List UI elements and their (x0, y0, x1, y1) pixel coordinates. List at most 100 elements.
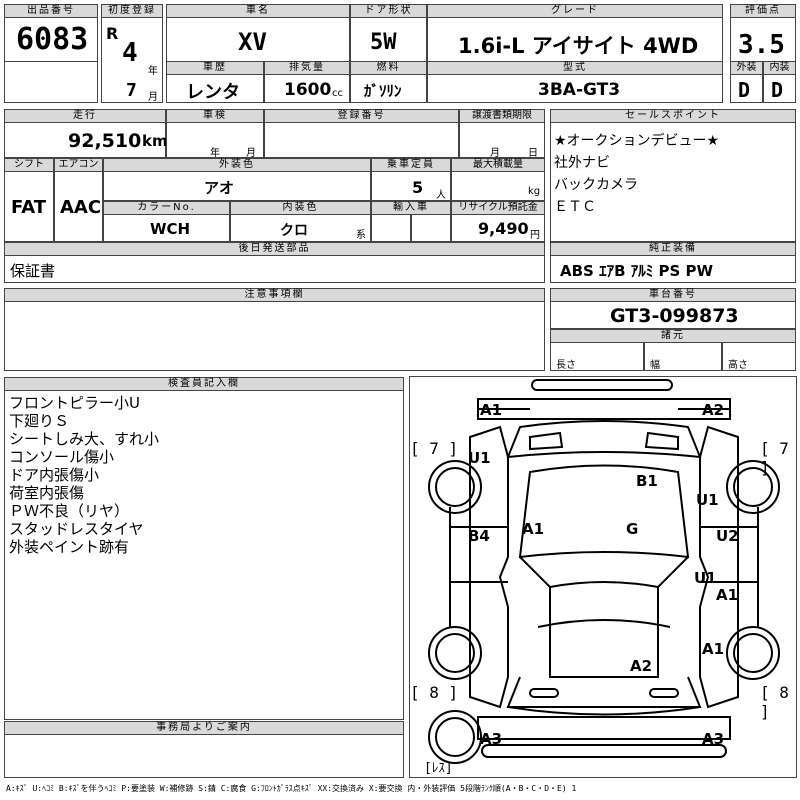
tire-depth-front-right: [ 7 ] (760, 439, 789, 477)
lot-number: 6083 (16, 22, 89, 57)
damage-diagram: A1 A2 U1 B1 U1 A1 G B4 U2 U1 A1 A1 A2 A3… (409, 376, 797, 778)
inspector-label: 検査員記入欄 (4, 377, 404, 391)
inspector-line: コンソール傷小 (9, 448, 115, 466)
interior-grade: D (771, 78, 784, 102)
reg-year: 4 (122, 38, 138, 68)
sales-item: ＥＴＣ (554, 199, 596, 215)
inspector-line: スタッドレスタイヤ (9, 520, 144, 538)
transfer-month-unit: 月 (490, 148, 500, 159)
inspector-line: ＰＷ不良（リヤ） (9, 502, 130, 520)
reg-month-unit: 月 (148, 92, 158, 103)
color-no-label: カラーNo. (103, 201, 230, 215)
chassis-cell (550, 301, 796, 329)
sales-item: バックカメラ (554, 177, 638, 193)
reg-no-cell (264, 122, 459, 158)
recycle: 9,490 (478, 219, 529, 238)
color-cell (103, 171, 371, 201)
damage-mark: G (626, 520, 639, 538)
score: 3.5 (738, 30, 785, 60)
history-label: 車歴 (166, 61, 264, 75)
specs-height: 高さ (728, 360, 748, 371)
displacement-cell (264, 74, 350, 103)
specs-length: 長さ (556, 360, 576, 371)
fuel: ｶﾞｿﾘﾝ (364, 82, 402, 100)
specs-length-cell (550, 342, 644, 371)
model-label: 型式 (427, 61, 723, 75)
reg-year-unit: 年 (148, 66, 158, 77)
office-cell (4, 734, 404, 778)
import-cell-b (411, 214, 451, 242)
exterior-cell (730, 74, 763, 103)
capacity-cell (371, 171, 451, 201)
recycle-label: リサイクル預託金 (451, 201, 545, 215)
later-parts: 保証書 (10, 262, 56, 280)
damage-mark: A1 (480, 401, 503, 419)
damage-mark: A1 (716, 586, 739, 604)
ac-cell (54, 171, 103, 242)
damage-mark: A2 (630, 657, 653, 675)
displacement-label: 排気量 (264, 61, 350, 75)
inspection-month-unit: 月 (246, 148, 256, 159)
mileage-cell (4, 122, 166, 158)
shift: FAT (11, 197, 47, 218)
damage-mark: U1 (696, 491, 719, 509)
chassis-number: GT3-099873 (610, 305, 739, 327)
transfer-day-unit: 日 (528, 148, 538, 159)
damage-mark: B1 (636, 472, 658, 490)
color: アオ (204, 179, 235, 197)
recycle-cell (451, 214, 545, 242)
damage-mark: A3 (480, 730, 503, 748)
color-no: WCH (150, 220, 191, 238)
damage-mark: U1 (468, 449, 491, 467)
mileage-unit: km (142, 132, 168, 150)
chassis-label: 車台番号 (550, 288, 796, 302)
grade-label: グレード (427, 4, 723, 18)
damage-mark: A2 (702, 401, 725, 419)
damage-mark: A1 (522, 520, 545, 538)
displacement-unit: cc (332, 88, 343, 99)
first-reg-label: 初度登録 (101, 4, 163, 18)
capacity: 5 (412, 178, 424, 197)
history: レンタ (186, 82, 240, 103)
load-cell (451, 171, 545, 201)
door-label: ドア形状 (350, 4, 427, 18)
interior-label: 内装 (763, 61, 796, 75)
car-name: XV (238, 28, 267, 56)
ac: AAC (60, 197, 102, 218)
specs-height-cell (722, 342, 796, 371)
specs-width-cell (644, 342, 722, 371)
door-type: 5W (370, 30, 397, 55)
history-cell (166, 74, 264, 103)
inspection-year-unit: 年 (210, 148, 220, 159)
inspector-line: シートしみ大、すれ小 (9, 430, 160, 448)
reg-month: 7 (126, 80, 137, 101)
sales-item: ★オークションデビュー★ (554, 133, 720, 149)
capacity-unit: 人 (436, 190, 446, 201)
office-label: 事務局よりご案内 (4, 721, 404, 735)
car-name-label: 車名 (166, 4, 350, 18)
shift-label: シフト (4, 158, 54, 172)
interior-color: クロ (280, 223, 308, 239)
lot-no-label: 出品番号 (4, 4, 98, 18)
displacement: 1600 (284, 80, 332, 100)
color-label: 外装色 (103, 158, 371, 172)
inspection-label: 車検 (166, 109, 264, 123)
color-no-cell (103, 214, 230, 242)
capacity-label: 乗車定員 (371, 158, 451, 172)
load-unit: kg (528, 186, 541, 197)
inspector-line: 外装ペイント跡有 (9, 538, 130, 556)
interior-cell (763, 74, 796, 103)
interior-color-cell (230, 214, 371, 242)
model: 3BA-GT3 (538, 80, 621, 100)
import-label: 輸入車 (371, 201, 451, 215)
era: R (106, 24, 119, 43)
sales-item: 社外ナビ (554, 155, 610, 171)
inspector-line: 荷室内張傷 (9, 484, 85, 502)
mileage-label: 走行 (4, 109, 166, 123)
model-cell (427, 74, 723, 103)
transfer-label: 譲渡書類期限 (459, 109, 545, 123)
exterior-label: 外装 (730, 61, 763, 75)
ac-label: エアコン (54, 158, 103, 172)
equipment-cell (550, 255, 796, 283)
inspector-line: ドア内張傷小 (9, 466, 100, 484)
